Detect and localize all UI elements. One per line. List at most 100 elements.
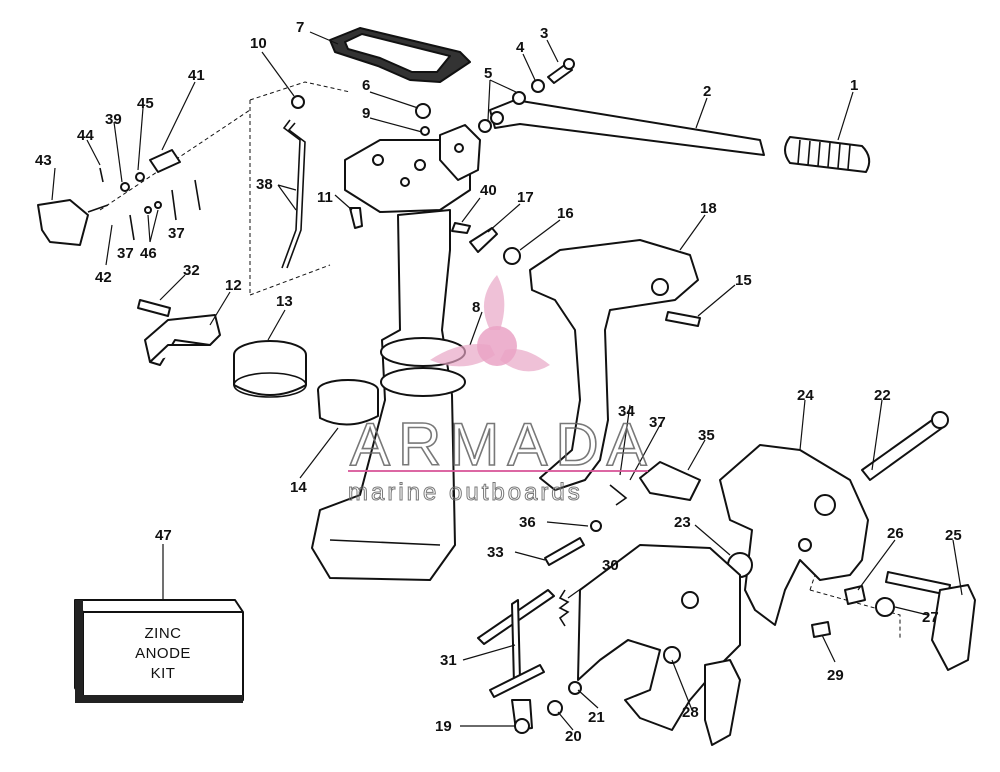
clip-17 xyxy=(469,227,498,253)
clamp-screw xyxy=(704,571,976,746)
bracket-35 xyxy=(639,461,701,501)
nut-19 xyxy=(514,718,530,734)
callout-26: 26 xyxy=(887,525,904,542)
nut-6 xyxy=(415,103,431,119)
callout-10: 10 xyxy=(250,35,267,52)
watermark-brand: ARMADA xyxy=(350,411,655,478)
callout-28: 28 xyxy=(682,704,699,721)
screw-26 xyxy=(844,585,866,605)
lower-clamp xyxy=(144,314,221,366)
callout-47: 47 xyxy=(155,527,172,544)
callout-45: 45 xyxy=(137,95,154,112)
screw-15 xyxy=(665,311,701,327)
washer-36 xyxy=(590,520,602,532)
washer-20 xyxy=(547,700,563,716)
rubber-mount xyxy=(233,340,307,398)
callout-35: 35 xyxy=(698,427,715,444)
callout-3: 3 xyxy=(540,25,548,42)
upper-mount-plate xyxy=(344,124,481,213)
pin-33 xyxy=(544,537,585,566)
gasket xyxy=(329,27,471,83)
callout-2: 2 xyxy=(703,83,711,100)
zinc-anode-kit-box: ZINC ANODE KIT xyxy=(74,599,244,703)
callout-21: 21 xyxy=(588,709,605,726)
kit-line-3: KIT xyxy=(151,665,176,682)
callout-31: 31 xyxy=(440,652,457,669)
callout-15: 15 xyxy=(735,272,752,289)
watermark-rule xyxy=(348,470,648,472)
callout-18: 18 xyxy=(700,200,717,217)
callout-11: 11 xyxy=(317,189,333,206)
spring-34 xyxy=(609,484,628,506)
callout-33: 33 xyxy=(487,544,504,561)
seal-ring xyxy=(317,379,379,426)
tilt-lever xyxy=(477,589,555,731)
dashed-box-left xyxy=(99,109,251,211)
pin-37b xyxy=(171,189,177,221)
screw-32 xyxy=(137,299,171,317)
callout-12: 12 xyxy=(225,277,242,294)
callout-16: 16 xyxy=(557,205,574,222)
nut-16 xyxy=(503,247,521,265)
nut-21 xyxy=(568,681,582,695)
callout-19: 19 xyxy=(435,718,452,735)
callout-1: 1 xyxy=(850,77,858,94)
pin-37c xyxy=(194,179,201,211)
callout-13: 13 xyxy=(276,293,293,310)
callout-30: 30 xyxy=(602,557,619,574)
kit-line-2: ANODE xyxy=(135,645,191,662)
exhaust-housing xyxy=(311,209,466,581)
callout-39: 39 xyxy=(105,111,122,128)
callout-4: 4 xyxy=(516,39,525,56)
screw-11 xyxy=(349,207,363,229)
callout-41: 41 xyxy=(188,67,205,84)
washer-46a xyxy=(144,206,152,214)
stop-43 xyxy=(37,199,89,246)
washer-5a xyxy=(512,91,526,105)
callout-29: 29 xyxy=(827,667,844,684)
callout-7: 7 xyxy=(296,19,304,36)
pin-29 xyxy=(811,621,831,638)
part-callouts: 1 2 3 4 5 6 7 8 9 10 11 12 13 14 15 16 1… xyxy=(35,19,962,745)
washer-27 xyxy=(875,597,895,617)
stern-bracket-right xyxy=(577,544,741,731)
callout-37c: 37 xyxy=(649,414,666,431)
callout-38: 38 xyxy=(256,176,273,193)
kit-line-1: ZINC xyxy=(145,625,182,642)
screw-40 xyxy=(451,222,471,234)
callout-9: 9 xyxy=(362,105,370,122)
callout-14: 14 xyxy=(290,479,307,496)
callout-37a: 37 xyxy=(117,245,134,262)
washer-5b xyxy=(478,119,492,133)
callout-46: 46 xyxy=(140,245,157,262)
armada-watermark: ARMADA marine outboards xyxy=(348,275,655,507)
washer-46b xyxy=(154,201,162,209)
callout-25: 25 xyxy=(945,527,962,544)
washer-9 xyxy=(420,126,430,136)
screw-42 xyxy=(87,204,109,213)
watermark-tagline: marine outboards xyxy=(348,479,583,506)
callout-34: 34 xyxy=(618,403,635,420)
pin-44 xyxy=(99,167,104,183)
callout-24: 24 xyxy=(797,387,814,404)
callout-22: 22 xyxy=(874,387,891,404)
shift-rod xyxy=(281,119,301,269)
propeller-logo xyxy=(430,275,550,372)
spring-30 xyxy=(558,589,570,627)
tilt-bolt xyxy=(861,411,949,481)
callout-43: 43 xyxy=(35,152,52,169)
callout-17: 17 xyxy=(517,189,534,206)
callout-5: 5 xyxy=(484,65,492,82)
washer-39 xyxy=(120,182,130,192)
callout-42: 42 xyxy=(95,269,112,286)
callout-27: 27 xyxy=(922,609,939,626)
screw-10 xyxy=(291,95,305,109)
callout-40: 40 xyxy=(480,182,497,199)
pin-37a xyxy=(129,214,135,241)
callout-20: 20 xyxy=(565,728,582,745)
handle-screw xyxy=(547,58,575,84)
washer-45 xyxy=(135,172,145,182)
callout-6: 6 xyxy=(362,77,370,94)
callout-37b: 37 xyxy=(168,225,185,242)
callout-8: 8 xyxy=(472,299,480,316)
